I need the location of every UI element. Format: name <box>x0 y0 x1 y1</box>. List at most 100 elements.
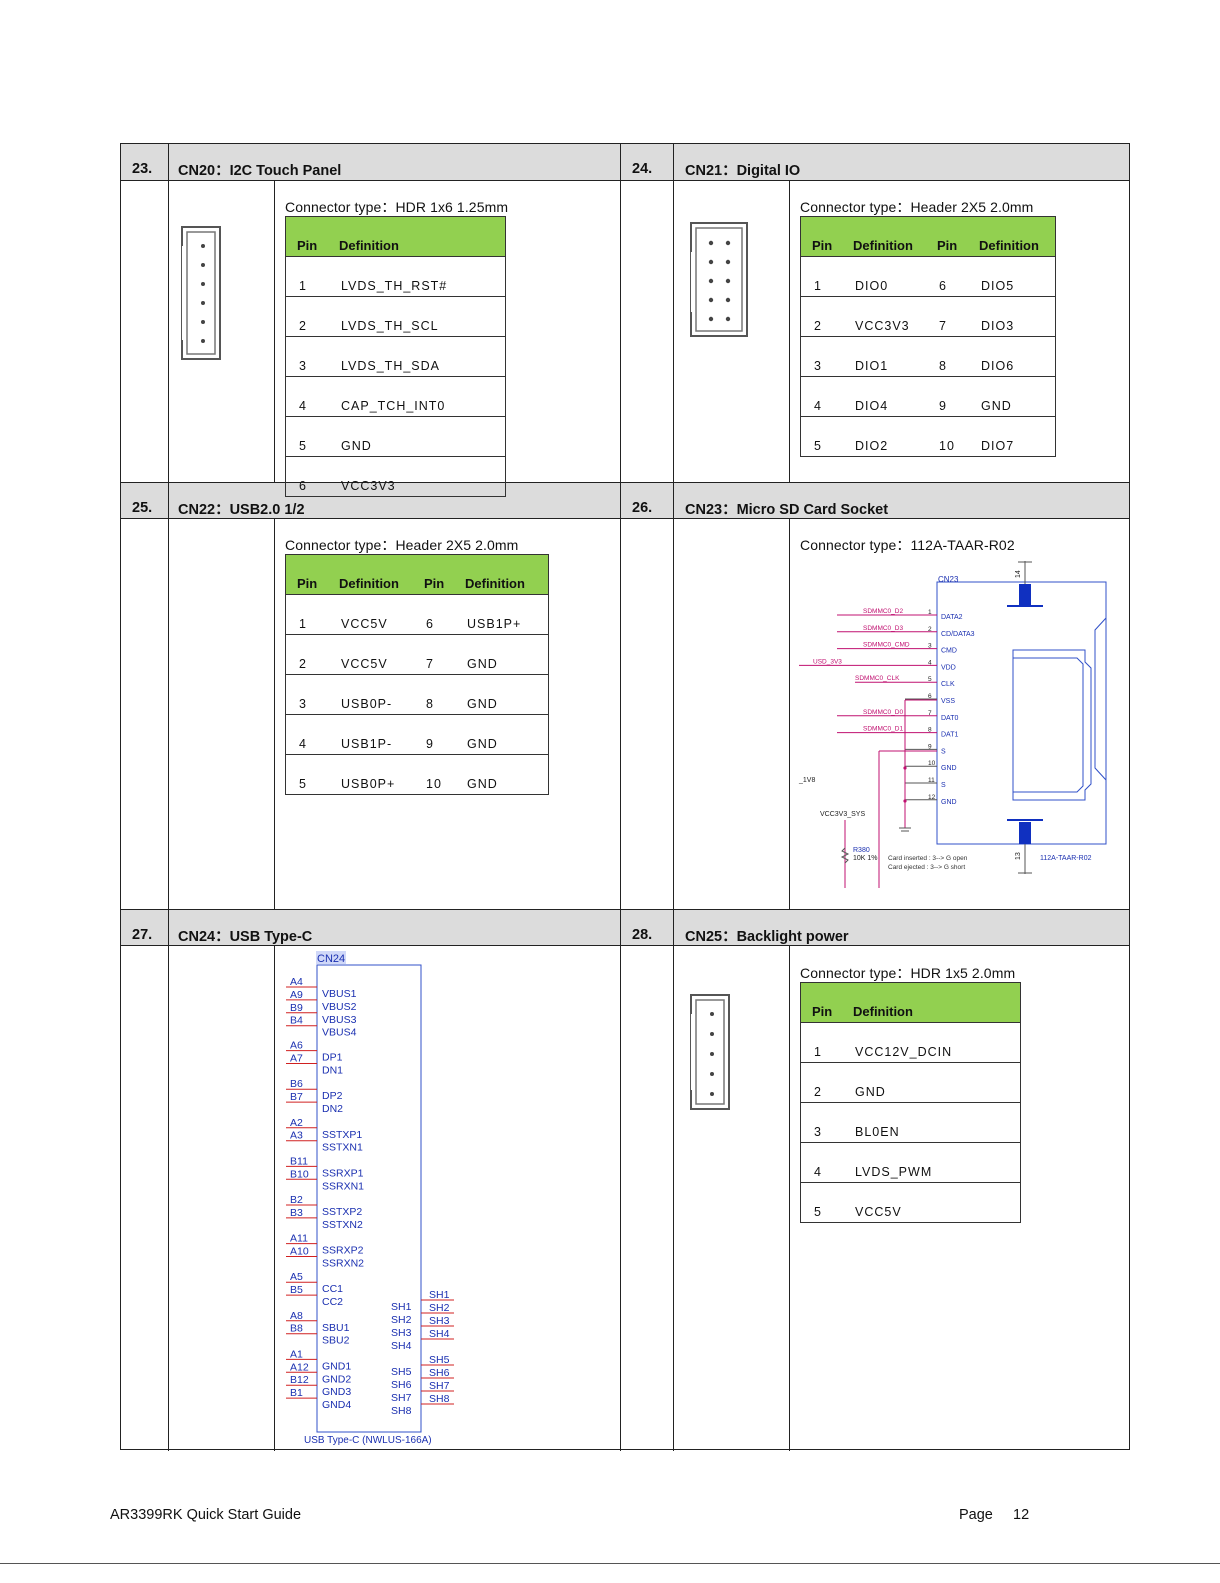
section-title: CN22：USB2.0 1/2 <box>178 502 305 518</box>
sd-net-label: USD_3V3 <box>813 658 842 665</box>
sd-pin-number: 5 <box>928 676 932 683</box>
sd-pin-name: S <box>941 748 946 755</box>
col-header: Pin <box>285 216 328 257</box>
definition-cell: LVDS_PWM <box>842 1142 1021 1183</box>
pin-cell: 2 <box>800 296 842 337</box>
definition-cell: USB0P- <box>328 674 413 715</box>
usbc-signal-name: GND1 <box>322 1360 351 1372</box>
pin-cell: 1 <box>285 594 328 635</box>
sd-pin-name: S <box>941 782 946 789</box>
sd-pin-name: VSS <box>941 698 955 705</box>
usbc-pin-number: A8 <box>290 1310 303 1322</box>
usbc-signal-name: GND3 <box>322 1386 351 1398</box>
definition-cell: VCC5V <box>328 634 413 675</box>
usbc-shield-net: SH5 <box>429 1354 450 1366</box>
sd-pin-name: VDD <box>941 664 956 671</box>
sd-pin-number: 6 <box>928 693 932 700</box>
sd-net-label: SDMMC0_D0 <box>863 709 903 716</box>
definition-cell: VCC5V <box>842 1182 1021 1223</box>
usbc-pin-number: A9 <box>290 989 303 1001</box>
section-header-27: 27. CN24：USB Type-C 28. CN25：Backlight p… <box>121 909 1129 946</box>
sd-part-label: 112A-TAAR-R02 <box>1040 855 1092 862</box>
usbc-pin-number: B5 <box>290 1284 303 1296</box>
divider <box>673 144 674 1451</box>
usbc-signal-name: DP2 <box>322 1090 343 1102</box>
usbc-shield-net: SH4 <box>429 1328 450 1340</box>
usbc-pin-number: A4 <box>290 976 303 988</box>
usbc-signal-name: VBUS1 <box>322 988 357 1000</box>
sd-pin-name: CD/DATA3 <box>941 631 975 638</box>
pin-cell: 8 <box>413 674 454 715</box>
section-title: CN23：Micro SD Card Socket <box>685 502 889 518</box>
sd-net-label: SDMMC0_D3 <box>863 625 903 632</box>
definition-cell: LVDS_TH_RST# <box>328 256 506 297</box>
divider <box>789 181 790 482</box>
pin-cell: 7 <box>926 296 968 337</box>
definition-cell: DIO0 <box>842 256 926 297</box>
col-header: Pin <box>413 554 454 595</box>
pin-cell: 6 <box>285 456 328 497</box>
connector-type: Connector type：HDR 1x6 1.25mm <box>285 199 509 215</box>
pin-cell: 1 <box>800 256 842 297</box>
usbc-pin-number: B4 <box>290 1015 303 1027</box>
divider <box>274 946 275 1451</box>
pin-cell: 4 <box>800 1142 842 1183</box>
pin-cell: 4 <box>285 714 328 755</box>
pin-cell: 8 <box>926 336 968 377</box>
sd-pin-number: 10 <box>928 760 936 767</box>
pin-cell: 3 <box>800 1102 842 1143</box>
sd-card-schematic: CN23 14 13 DATA21SDMMC0_D2CD/DATA32SDMMC… <box>798 561 1107 888</box>
usbc-pin-number: A7 <box>290 1053 303 1065</box>
sd-bottom-pin: 13 <box>1015 852 1022 860</box>
pin-cell: 2 <box>285 634 328 675</box>
sd-net-label: SDMMC0_D1 <box>863 726 903 733</box>
usbc-pin-number: A1 <box>290 1348 303 1360</box>
bottom-rule <box>0 1563 1220 1564</box>
sd-pin-name: DAT0 <box>941 715 958 722</box>
usbc-pin-number: A5 <box>290 1271 303 1283</box>
section-number: 28. <box>632 927 653 943</box>
usbc-shield-name: SH2 <box>391 1314 412 1326</box>
pin-cell: 4 <box>285 376 328 417</box>
usbc-signal-name: VBUS3 <box>322 1014 357 1026</box>
usbc-pin-number: B1 <box>290 1387 303 1399</box>
usbc-shield-net: SH3 <box>429 1315 450 1327</box>
definition-cell: BL0EN <box>842 1102 1021 1143</box>
usbc-pin-number: B8 <box>290 1323 303 1335</box>
definition-cell: VCC3V3 <box>328 456 506 497</box>
usbc-signal-name: GND4 <box>322 1399 351 1411</box>
section-number: 24. <box>632 161 653 177</box>
connector-type: Connector type：HDR 1x5 2.0mm <box>800 965 1016 981</box>
definition-cell: DIO1 <box>842 336 926 377</box>
pin-cell: 10 <box>413 754 454 795</box>
header-2x5-connector-image <box>690 222 748 337</box>
usbc-shield-name: SH3 <box>391 1327 412 1339</box>
section-number: 27. <box>132 927 153 943</box>
sd-net-label: SDMMC0_CMD <box>863 642 910 649</box>
usbc-pin-number: A6 <box>290 1040 303 1052</box>
pin-cell: 5 <box>800 1182 842 1223</box>
section-number: 23. <box>132 161 153 177</box>
section-number: 25. <box>132 500 153 516</box>
definition-cell: GND <box>842 1062 1021 1103</box>
col-header: Definition <box>328 554 413 595</box>
pin-cell: 3 <box>285 674 328 715</box>
definition-cell: VCC5V <box>328 594 413 635</box>
usbc-signal-name: GND2 <box>322 1373 351 1385</box>
usbc-shield-net: SH2 <box>429 1302 450 1314</box>
pin-cell: 3 <box>800 336 842 377</box>
usbc-signal-name: DN1 <box>322 1065 343 1077</box>
definition-cell: GND <box>968 376 1056 417</box>
definition-cell: DIO5 <box>968 256 1056 297</box>
sd-res-ref: R380 <box>853 847 870 854</box>
sd-top-pin: 14 <box>1015 570 1022 578</box>
sd-pin-number: 4 <box>928 659 932 666</box>
